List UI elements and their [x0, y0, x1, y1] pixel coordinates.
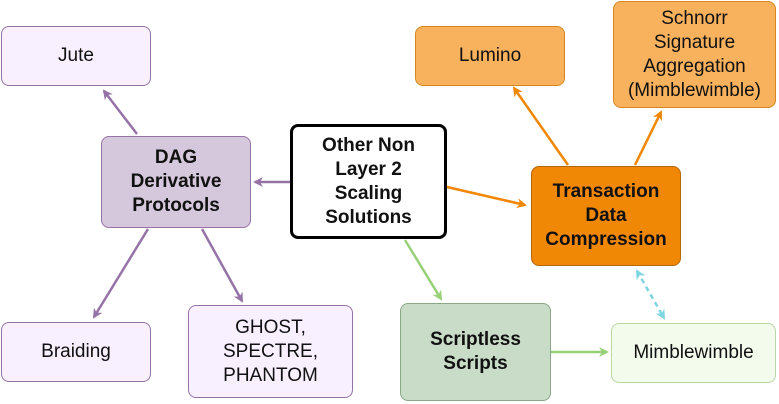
edge-tdc-to-lumino — [512, 86, 570, 166]
edge-dag-to-ghost — [200, 228, 244, 303]
edge-tdc-mimblewimble-dashed — [635, 269, 666, 320]
ghost-node-label: GHOST, SPECTRE, PHANTOM — [222, 316, 319, 386]
braiding-node: Braiding — [1, 322, 151, 382]
mimblewimble-node-label: Mimblewimble — [633, 342, 754, 363]
dag-node: DAG Derivative Protocols — [101, 136, 251, 228]
edge-dag-to-braiding — [92, 228, 150, 319]
schnorr-node: Schnorr Signature Aggregation (Mimblewim… — [613, 1, 776, 108]
dag-node-label: DAG Derivative Protocols — [130, 147, 222, 216]
jute-node-label: Jute — [58, 45, 94, 66]
tdc-node: Transaction Data Compression — [531, 166, 681, 266]
lumino-node: Lumino — [415, 26, 565, 86]
mimblewimble-node: Mimblewimble — [611, 323, 776, 383]
edge-tdc-to-schnorr — [633, 110, 663, 166]
scriptless-node: Scriptless Scripts — [400, 303, 551, 401]
edge-dag-to-jute — [102, 89, 138, 135]
lumino-node-label: Lumino — [458, 45, 522, 66]
ghost-node: GHOST, SPECTRE, PHANTOM — [188, 305, 353, 398]
scriptless-node-label: Scriptless Scripts — [430, 329, 521, 374]
jute-node: Jute — [1, 26, 151, 86]
center-node: Other Non Layer 2 Scaling Solutions — [290, 124, 447, 239]
edge-center-to-tdc — [446, 185, 527, 209]
edge-center-to-scriptless — [403, 239, 443, 301]
center-node-label: Other Non Layer 2 Scaling Solutions — [322, 134, 415, 228]
schnorr-node-label: Schnorr Signature Aggregation (Mimblewim… — [627, 7, 761, 101]
tdc-node-label: Transaction Data Compression — [545, 181, 667, 250]
braiding-node-label: Braiding — [41, 341, 111, 362]
